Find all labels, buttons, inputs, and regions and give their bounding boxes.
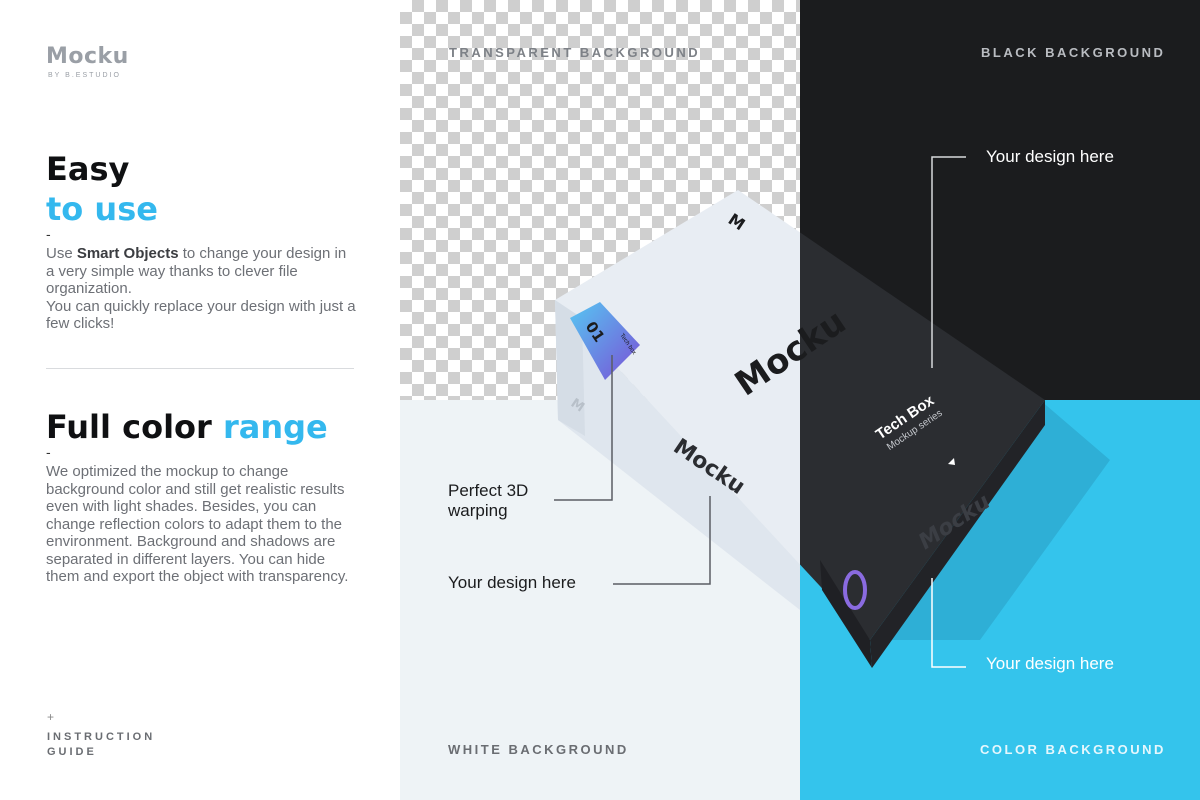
callout-bottom-right: Your design here — [986, 654, 1114, 673]
transparent-background-quadrant — [400, 0, 800, 400]
color-background-quadrant — [800, 400, 1200, 800]
guide-plus-icon: + — [47, 710, 55, 724]
brand-logo: Mocku — [46, 44, 129, 69]
white-background-quadrant — [400, 400, 800, 800]
white-background-label: WHITE BACKGROUND — [448, 742, 629, 757]
section1-title-line1: Easy — [46, 150, 130, 188]
section2-title: Full color range — [46, 408, 328, 446]
color-background-label: COLOR BACKGROUND — [980, 742, 1166, 757]
section1-paragraph2: You can quickly replace your design with… — [46, 297, 356, 333]
black-background-quadrant — [800, 0, 1200, 400]
section2-dash: - — [46, 444, 51, 460]
callout-bottom-left: Your design here — [448, 573, 576, 592]
section2-title-accent: range — [222, 408, 328, 446]
callout-top-right: Your design here — [986, 147, 1114, 166]
section2-paragraph: We optimized the mockup to change backgr… — [46, 463, 349, 585]
transparent-background-label: TRANSPARENT BACKGROUND — [449, 45, 701, 60]
section1-dash: - — [46, 226, 51, 242]
smart-objects-emphasis: Smart Objects — [76, 245, 179, 262]
black-background-label: BLACK BACKGROUND — [981, 45, 1166, 60]
brand-byline: BY B.ESTUDIO — [48, 72, 121, 79]
info-panel: Mocku BY B.ESTUDIO Easy to use - Use Sma… — [0, 0, 400, 800]
section1-paragraph: Use Smart Objects to change your design … — [46, 245, 356, 333]
section1-title-line2: to use — [46, 190, 158, 228]
section-divider — [46, 368, 354, 369]
